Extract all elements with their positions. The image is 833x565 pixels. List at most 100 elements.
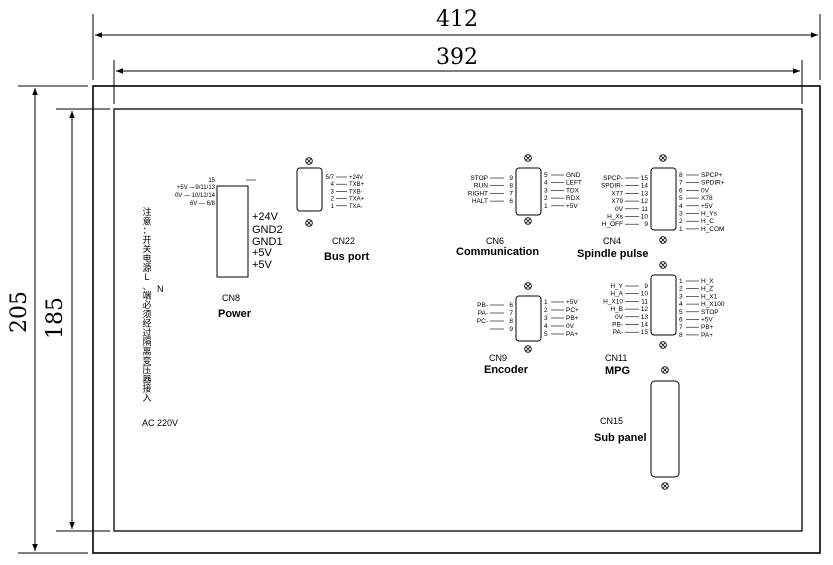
cn9-screw-bottom bbox=[524, 345, 532, 353]
cn11-pin-number: 4 bbox=[679, 301, 683, 308]
cn6-pin-number: 4 bbox=[544, 180, 548, 187]
cn9-pin-signal: PB- bbox=[477, 302, 488, 309]
notice-char: 器 bbox=[142, 374, 151, 384]
cn11-pin-number: 2 bbox=[679, 286, 683, 293]
notice-char: 源 bbox=[142, 263, 151, 273]
notice-char: 意 bbox=[142, 215, 151, 226]
cn4-pin-signal: X77 bbox=[611, 190, 623, 197]
cn11-pin-signal: PA- bbox=[613, 329, 623, 336]
cn4-pin-number: 10 bbox=[641, 214, 649, 221]
cn6-pin-number: 8 bbox=[509, 183, 513, 190]
cn8-power-label: +24V bbox=[252, 211, 279, 223]
cn6-pin-number: 7 bbox=[509, 190, 513, 197]
cn8-pin-label: 6V — 6/8 bbox=[190, 201, 216, 207]
cn6-pin-number: 9 bbox=[509, 175, 513, 182]
cn6-pin-number: 5 bbox=[544, 172, 548, 179]
cn4-pin-number: 3 bbox=[679, 211, 683, 218]
cn8-title: Power bbox=[218, 308, 252, 320]
cn8-pin-label: 0V — 10/12/14 bbox=[175, 193, 216, 199]
cn4-pin-number: 15 bbox=[641, 175, 649, 182]
cn4-pin-signal: +5V bbox=[701, 203, 713, 210]
inner-frame bbox=[113, 108, 803, 532]
cn11-title: MPG bbox=[605, 365, 630, 377]
cn11-id: CN11 bbox=[605, 353, 627, 363]
dim-inner-height-label: 185 bbox=[43, 297, 68, 339]
cn11-body bbox=[650, 274, 677, 336]
cn4-title: Spindle pulse bbox=[577, 248, 649, 260]
cn11-pin-number: 3 bbox=[679, 293, 683, 300]
cn11-pin-signal: H_Z bbox=[701, 286, 713, 293]
cn9-pin-signal: PA- bbox=[478, 310, 488, 317]
cn4-pin-signal: H_COM bbox=[701, 226, 724, 233]
cn4-pin-signal: H_Xs bbox=[607, 214, 624, 221]
cn15-title: Sub panel bbox=[594, 432, 647, 444]
dimension-height-inner: 185 bbox=[43, 108, 110, 532]
cn6-screw-bottom bbox=[524, 217, 532, 225]
cn8-power-label: GND1 bbox=[252, 236, 283, 248]
notice-char: 过 bbox=[142, 327, 151, 338]
cn15-screw-bottom bbox=[661, 482, 669, 490]
cn9-pin-number: 7 bbox=[509, 310, 513, 317]
cn22-pin-number: 4 bbox=[331, 182, 335, 188]
cn4-pin-signal: X79 bbox=[611, 198, 623, 205]
cn9-pin-signal: PC+ bbox=[566, 307, 579, 314]
cn8-power-label: GND2 bbox=[252, 224, 283, 236]
cn11-pin-signal: 0V bbox=[615, 314, 624, 321]
cn11-pin-number: 14 bbox=[641, 322, 649, 329]
notice-char: 须 bbox=[142, 309, 151, 319]
cn22-pin-number: 3 bbox=[331, 189, 335, 195]
notice-char: 入 bbox=[142, 393, 151, 403]
cn9-pin-number: 4 bbox=[544, 323, 548, 330]
cn4-pin-number: 4 bbox=[679, 203, 683, 210]
cn4-pin-number: 14 bbox=[641, 183, 649, 190]
cn6-pin-signal: GND bbox=[566, 172, 581, 179]
notice-ac-label: AC 220V bbox=[142, 418, 178, 428]
cn4-screw-top bbox=[659, 154, 667, 162]
notice-char: 注 bbox=[142, 206, 151, 217]
notice-char: 关 bbox=[142, 243, 151, 254]
cn9-title: Encoder bbox=[484, 364, 529, 376]
cn22-title: Bus port bbox=[324, 251, 370, 263]
cn4-pin-number: 13 bbox=[641, 190, 649, 197]
cn4-pin-signal: SPCP- bbox=[603, 175, 623, 182]
cn9-pin-signal: PB+ bbox=[566, 315, 579, 322]
cn9-pin-number: 8 bbox=[509, 318, 513, 325]
dimension-width-inner: 392 bbox=[113, 45, 803, 104]
cn9-pin-signal: PA+ bbox=[566, 331, 578, 338]
cn22-pin-signal: +24V bbox=[349, 175, 363, 181]
notice-char: 离 bbox=[142, 346, 151, 357]
dim-inner-width-label: 392 bbox=[436, 45, 478, 70]
cn22-pin-signal: TXB+ bbox=[349, 182, 365, 188]
cn4-pin-signal: SPCP+ bbox=[701, 172, 723, 179]
cn11-pin-signal: PB+ bbox=[701, 324, 714, 331]
cn6-pin-signal: HALT bbox=[472, 198, 488, 205]
cn4-pin-number: 7 bbox=[679, 180, 683, 187]
dimension-height-outer: 205 bbox=[7, 85, 88, 554]
cn9-pin-number: 9 bbox=[509, 326, 513, 333]
notice-char: 接 bbox=[142, 383, 151, 394]
cn22-pin-signal: TXA+ bbox=[349, 197, 365, 203]
cn11-pin-signal: H_X10 bbox=[603, 298, 623, 305]
cn6-pin-number: 2 bbox=[544, 195, 548, 202]
notice-char: L bbox=[144, 272, 149, 282]
cn6-id: CN6 bbox=[486, 236, 504, 246]
cn8-id: CN8 bbox=[222, 293, 240, 303]
cn8-power-label: +5V bbox=[252, 259, 273, 271]
cn4-body bbox=[650, 167, 677, 231]
cn6-pin-number: 6 bbox=[509, 198, 513, 205]
cn11-pin-signal: PB- bbox=[612, 322, 623, 329]
dimension-width-outer: 412 bbox=[92, 7, 821, 80]
dim-outer-width-label: 412 bbox=[436, 7, 478, 32]
cn11-pin-number: 7 bbox=[679, 324, 683, 331]
cn11-pin-number: 6 bbox=[679, 317, 683, 324]
cn9-body bbox=[515, 295, 542, 342]
cn11-pin-signal: H_X1 bbox=[701, 293, 718, 300]
cn4-pin-number: 2 bbox=[679, 218, 683, 225]
cn4-pin-number: 12 bbox=[641, 198, 649, 205]
